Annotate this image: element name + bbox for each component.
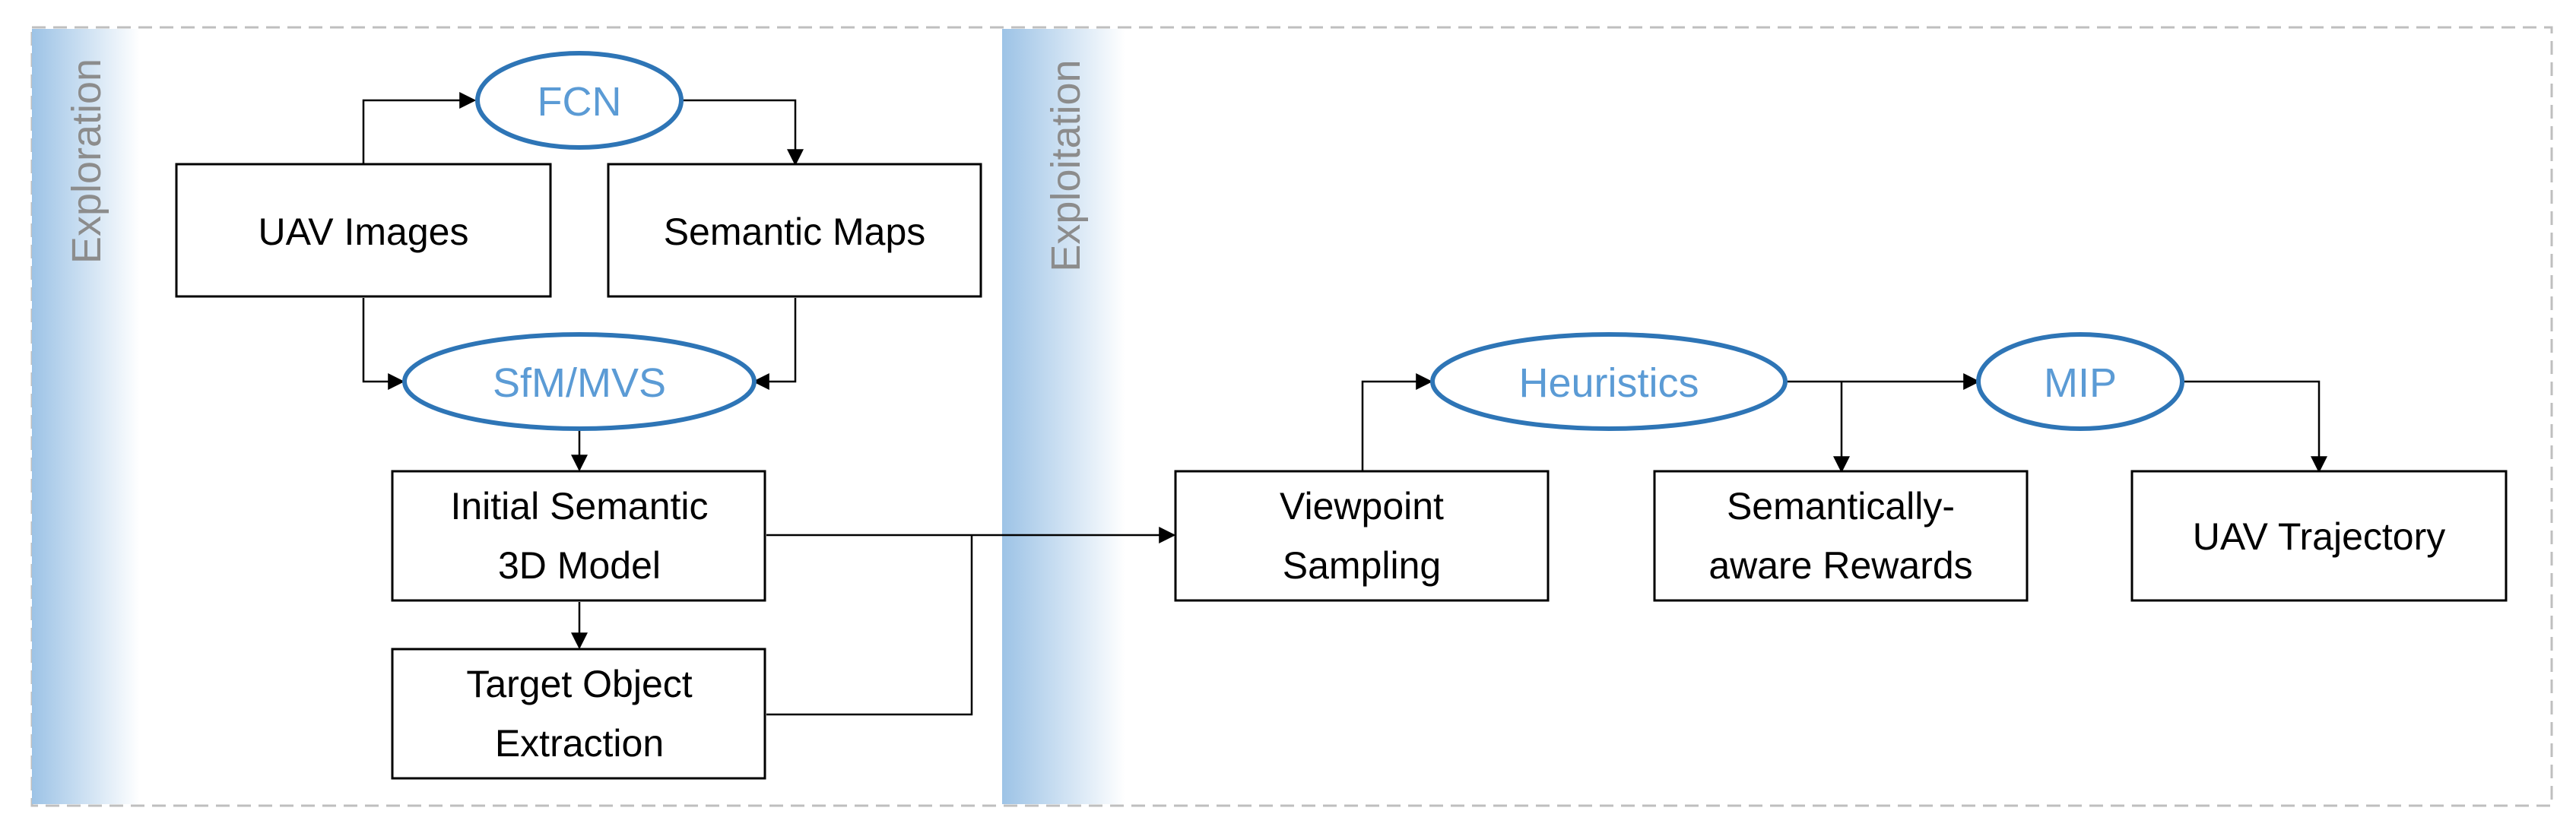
label-rewards-line2: aware Rewards [1708, 544, 1972, 587]
node-target-extraction [391, 648, 766, 780]
label-viewpoint-line1: Viewpoint [1280, 485, 1444, 527]
label-initial-model-line1: Initial Semantic [450, 485, 708, 527]
exploitation-label: Exploitation [1043, 59, 1089, 271]
exploration-band [32, 29, 140, 804]
node-semantic-rewards [1653, 470, 2029, 602]
node-uav-trajectory [2130, 470, 2508, 602]
node-semantic-maps [607, 163, 982, 298]
node-fcn [475, 51, 684, 150]
label-target-line1: Target Object [466, 663, 692, 705]
node-sfm-mvs [402, 332, 757, 431]
arrow-target-to-viewpoint [766, 535, 973, 716]
label-uav-trajectory: UAV Trajectory [2193, 515, 2446, 558]
exploration-label: Exploration [64, 59, 109, 264]
node-mip [1976, 332, 2184, 431]
node-initial-model [391, 470, 766, 602]
arrow-mip-to-trajectory [2184, 380, 2327, 474]
arrow-uav-images-to-fcn [362, 92, 477, 164]
label-target-line2: Extraction [495, 722, 664, 765]
label-mip: MIP [2044, 360, 2117, 406]
label-fcn: FCN [538, 79, 622, 125]
arrow-uav-images-to-sfm [362, 298, 405, 390]
label-rewards-line1: Semantically- [1727, 485, 1955, 527]
arrow-fcn-to-semantic-maps [683, 99, 804, 166]
label-uav-images: UAV Images [259, 211, 469, 253]
exploitation-band [1002, 29, 1125, 804]
node-uav-images [175, 163, 552, 298]
node-heuristics [1430, 332, 1788, 431]
arrow-semantic-maps-to-sfm [752, 298, 797, 390]
arrow-viewpoint-to-heuristics [1361, 373, 1433, 471]
label-sfm-mvs: SfM/MVS [493, 360, 666, 406]
label-viewpoint-line2: Sampling [1283, 544, 1441, 587]
node-viewpoint-sampling [1174, 470, 1550, 602]
label-initial-model-line2: 3D Model [498, 544, 661, 587]
label-semantic-maps: Semantic Maps [664, 211, 926, 253]
label-heuristics: Heuristics [1518, 360, 1699, 406]
